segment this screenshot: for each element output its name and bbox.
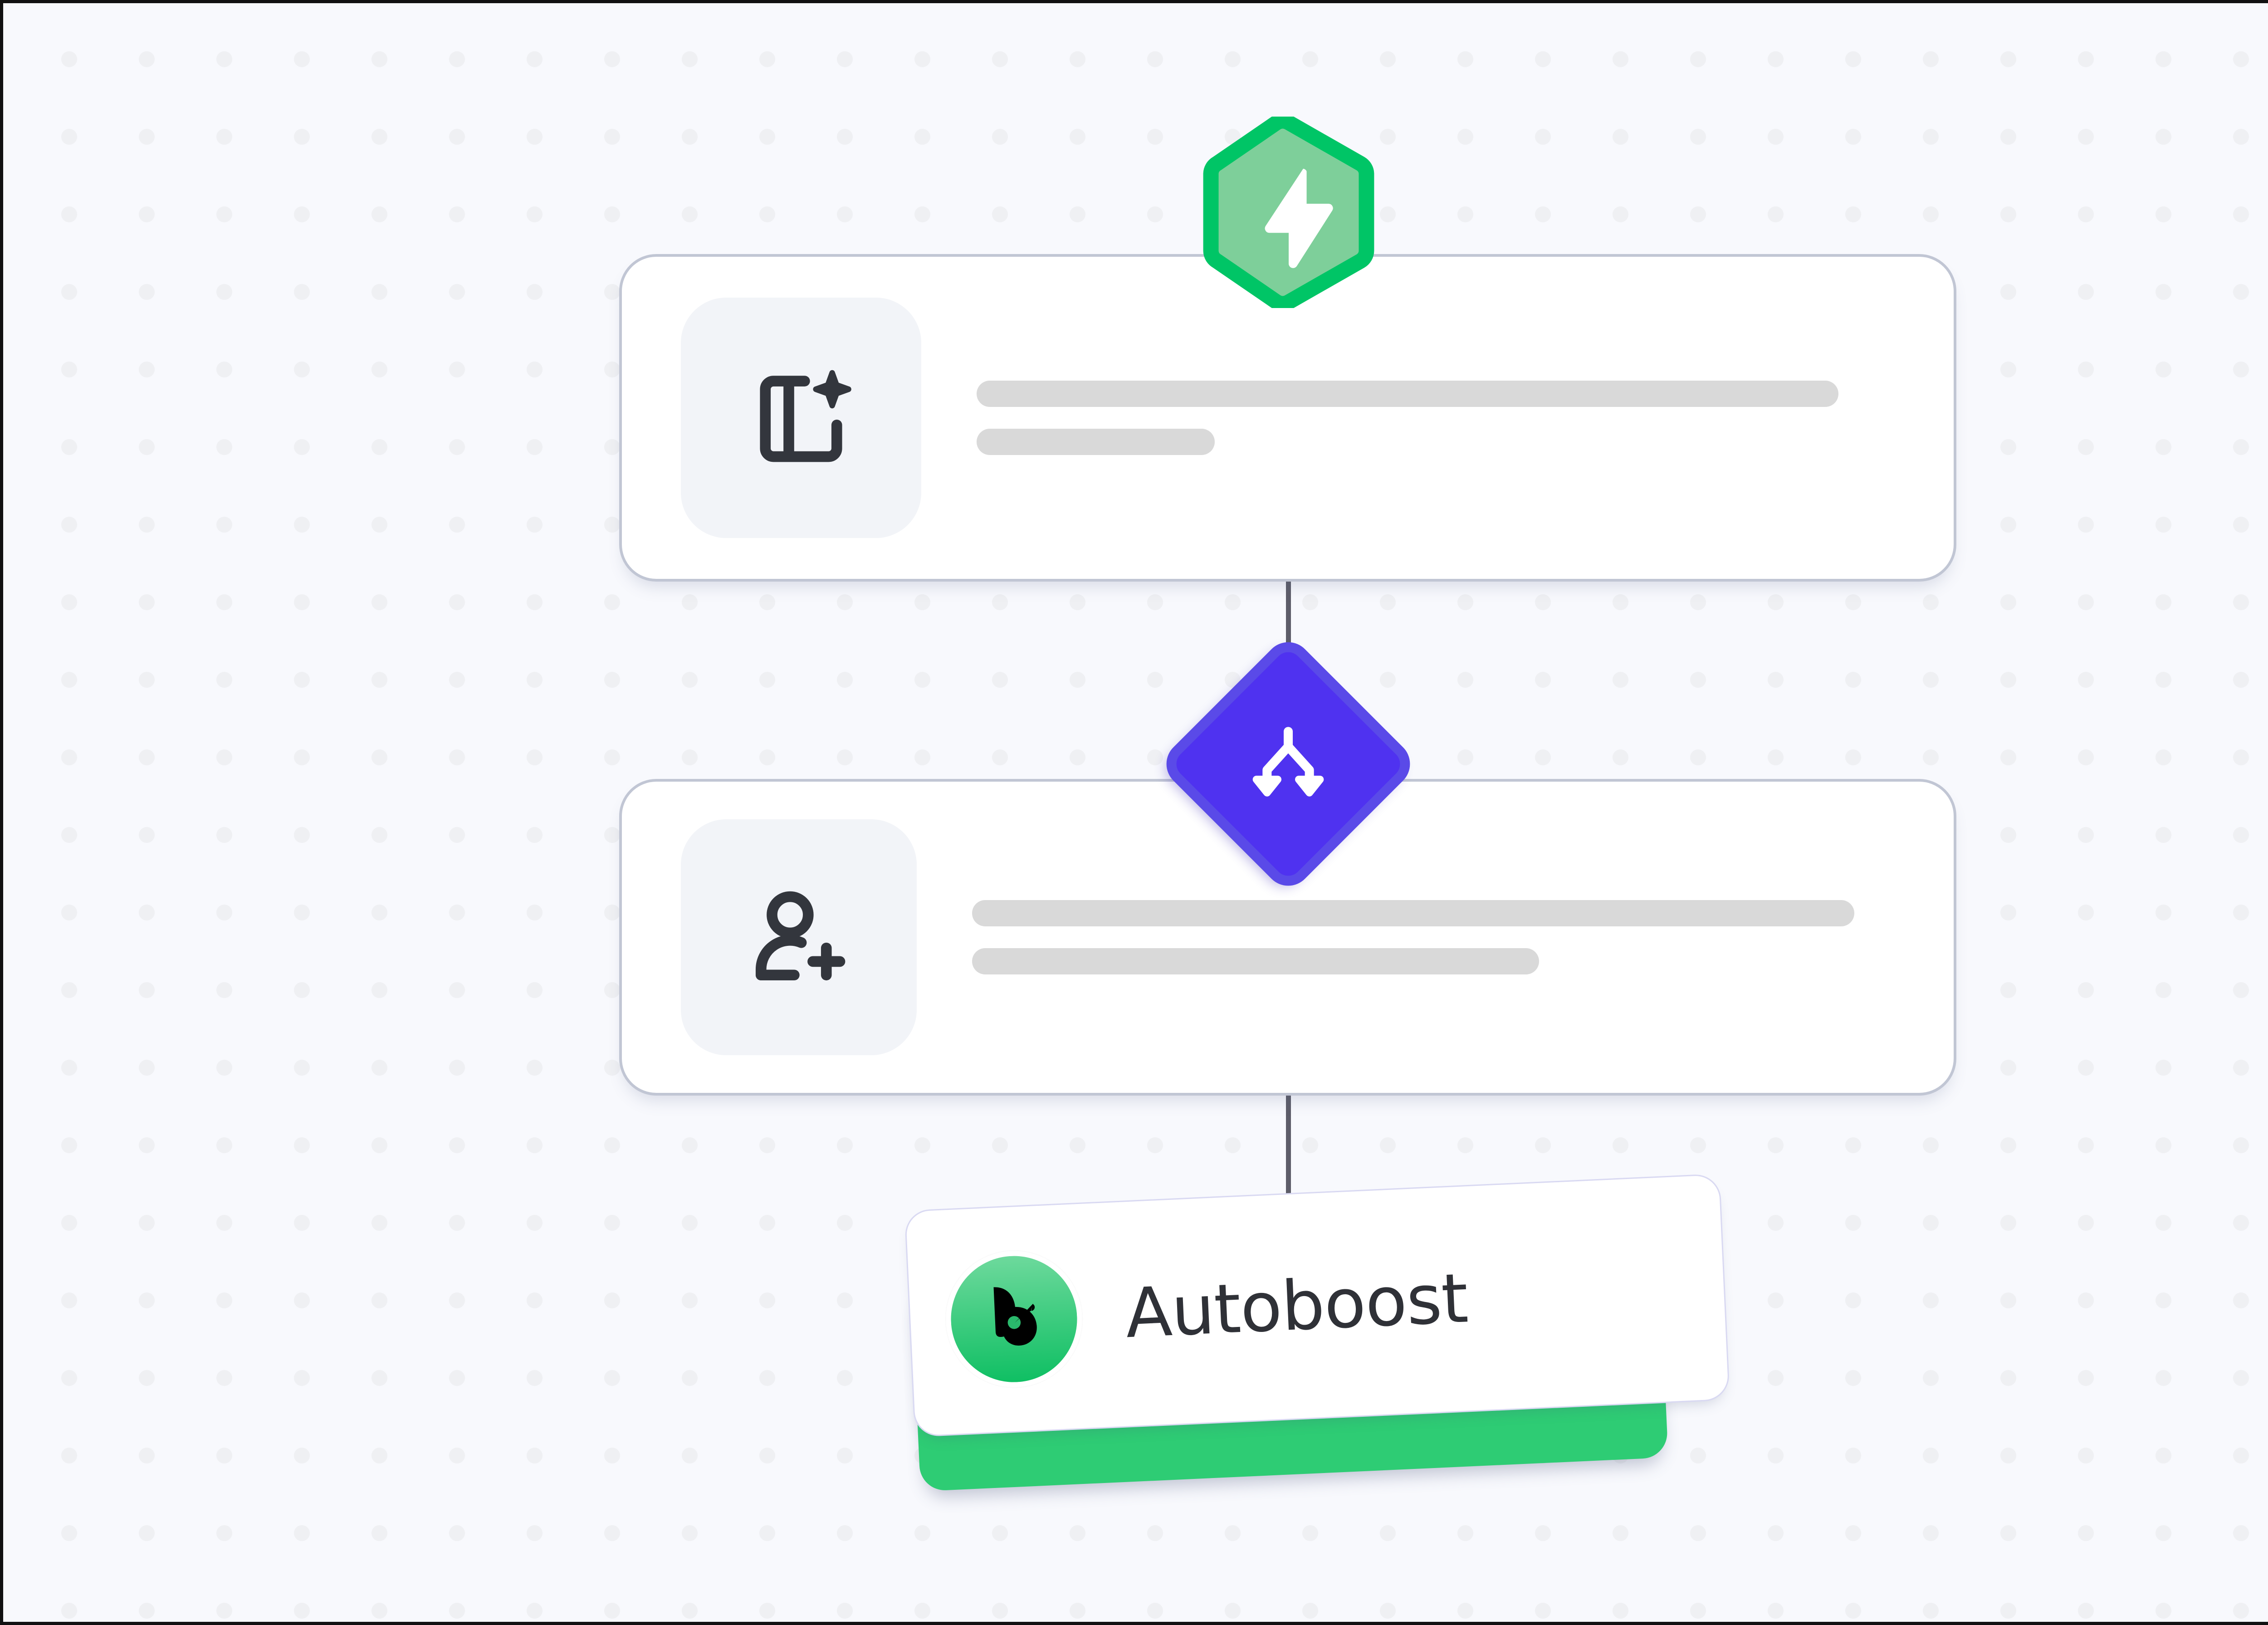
step-2-skeleton-bar-secondary xyxy=(972,948,1539,974)
avatar xyxy=(943,1248,1085,1390)
step-1-icon-tile xyxy=(681,298,921,538)
autoboost-label: Autoboost xyxy=(1124,1259,1470,1354)
split-branch-icon xyxy=(1195,671,1381,857)
step-1-skeleton-bar-secondary xyxy=(977,429,1215,455)
autoboost-node[interactable]: Autoboost xyxy=(904,1173,1737,1500)
trigger-badge-hexagon[interactable] xyxy=(1203,117,1374,308)
step-1-skeleton-group xyxy=(977,381,1838,455)
autoboost-card[interactable]: Autoboost xyxy=(904,1173,1730,1437)
workflow-step-card-1[interactable] xyxy=(619,254,1956,582)
step-2-skeleton-bar-primary xyxy=(972,900,1854,926)
step-1-skeleton-bar-primary xyxy=(977,381,1838,407)
user-plus-icon xyxy=(738,876,860,998)
step-2-skeleton-group xyxy=(972,900,1854,974)
step-2-icon-tile xyxy=(681,819,917,1055)
autoboost-logo-icon xyxy=(969,1274,1059,1364)
branch-node-diamond[interactable] xyxy=(1157,632,1420,896)
connector-line-branch-to-app xyxy=(1286,1087,1291,1278)
panel-sparkle-icon xyxy=(740,357,862,479)
